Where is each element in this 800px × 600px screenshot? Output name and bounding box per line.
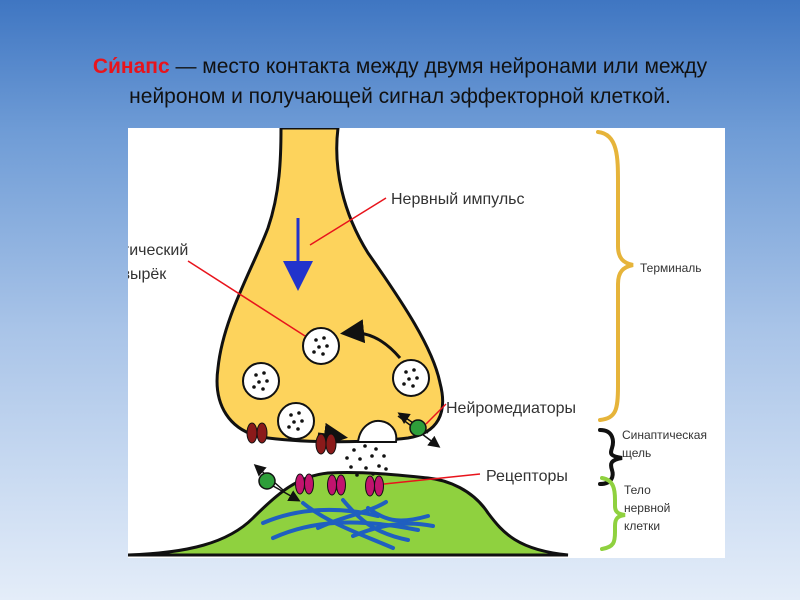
synaptic-cleft-brace bbox=[600, 430, 622, 484]
terminal-brace bbox=[598, 132, 633, 420]
term-synapse: Си́напс bbox=[93, 55, 170, 78]
synaptic-vesicle bbox=[243, 363, 279, 399]
label-body-line3: клетки bbox=[624, 519, 660, 533]
synapse-diagram: Нервный импульс Синаптический пузырёк Не… bbox=[128, 128, 725, 558]
label-vesicle-line2: пузырёк bbox=[128, 266, 167, 283]
label-nerve-impulse: Нервный импульс bbox=[391, 191, 525, 208]
label-neurotransmitters: Нейромедиаторы bbox=[446, 400, 576, 417]
label-body-line2: нервной bbox=[624, 501, 670, 515]
headline-line1: Си́напс — место контакта между двумя ней… bbox=[0, 52, 800, 82]
cell-body-brace bbox=[602, 478, 625, 549]
headline-line2: нейроном и получающей сигнал эффекторной… bbox=[0, 82, 800, 112]
synaptic-vesicle bbox=[303, 328, 339, 364]
synaptic-vesicle bbox=[278, 403, 314, 439]
label-body-line1: Тело bbox=[624, 483, 651, 497]
synaptic-vesicle bbox=[393, 360, 429, 396]
label-cleft-line2: щель bbox=[622, 446, 651, 460]
label-terminal: Терминаль bbox=[640, 261, 702, 275]
diagram-panel: Нервный импульс Синаптический пузырёк Не… bbox=[128, 128, 725, 558]
label-cleft-line1: Синаптическая bbox=[622, 428, 707, 442]
headline: Си́напс — место контакта между двумя ней… bbox=[0, 52, 800, 112]
definition-text: — место контакта между двумя нейронами и… bbox=[170, 55, 708, 78]
label-receptors: Рецепторы bbox=[486, 468, 568, 485]
label-vesicle-line1: Синаптический bbox=[128, 242, 188, 259]
